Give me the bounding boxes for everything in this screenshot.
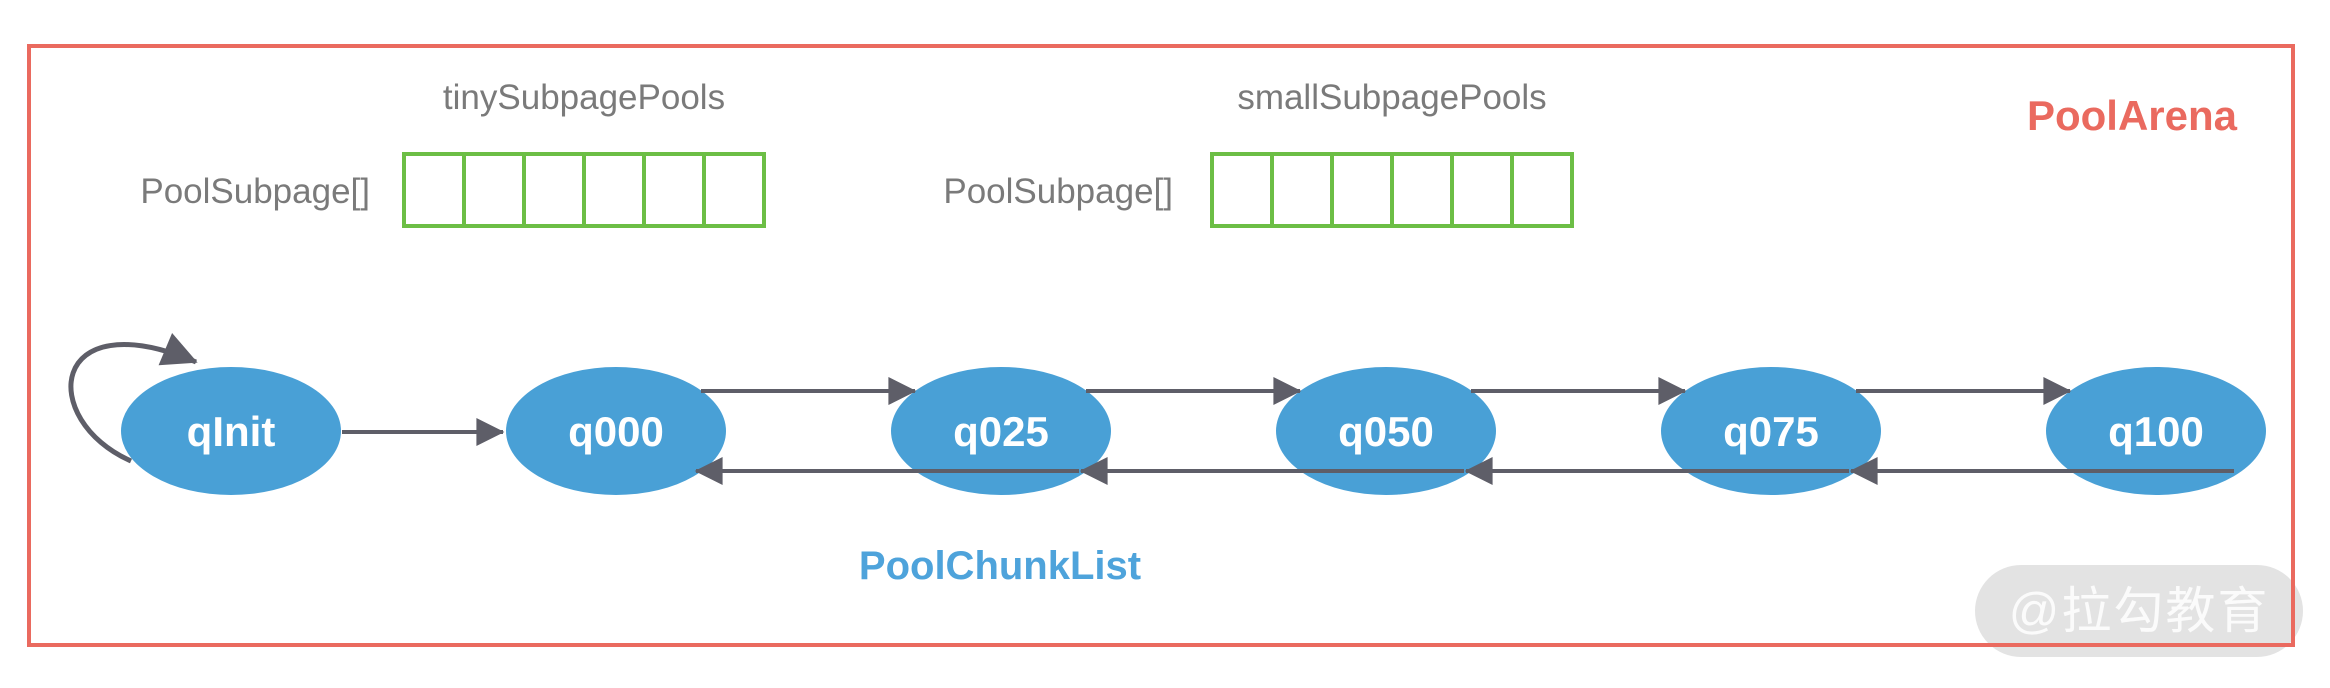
subpage-cell — [702, 152, 766, 228]
node-label-q050: q050 — [1338, 408, 1434, 455]
subpage-cell — [462, 152, 526, 228]
pool-subpage-array-label-small: PoolSubpage[] — [943, 172, 1173, 211]
node-ellipse-qinit — [121, 367, 341, 495]
node-ellipse-q025 — [891, 367, 1111, 495]
small-subpage-pools-title: smallSubpagePools — [1237, 78, 1547, 117]
subpage-cell — [582, 152, 646, 228]
watermark-pill — [1975, 565, 2303, 657]
small-subpage-grid — [1210, 152, 1574, 228]
chunklist-label: PoolChunkList — [858, 544, 1142, 588]
node-label-q100: q100 — [2108, 408, 2204, 455]
subpage-cell — [402, 152, 466, 228]
node-ellipse-q050 — [1276, 367, 1496, 495]
tiny-subpage-grid — [402, 152, 766, 228]
subpage-cell — [1510, 152, 1574, 228]
node-ellipse-q100 — [2046, 367, 2266, 495]
node-label-q000: q000 — [568, 408, 664, 455]
node-ellipse-q000 — [506, 367, 726, 495]
subpage-cell — [1210, 152, 1274, 228]
node-label-q075: q075 — [1723, 408, 1819, 455]
pool-subpage-array-label-tiny: PoolSubpage[] — [140, 172, 370, 211]
tiny-subpage-pools-title: tinySubpagePools — [442, 78, 726, 117]
node-label-q025: q025 — [953, 408, 1049, 455]
arrow-qinit-self-loop — [68, 333, 198, 464]
arena-title: PoolArena — [2026, 92, 2237, 139]
subpage-cell — [1330, 152, 1394, 228]
node-label-qinit: qInit — [186, 408, 276, 455]
node-ellipse-q075 — [1661, 367, 1881, 495]
watermark-text: @拉勾教育 — [2008, 583, 2270, 639]
